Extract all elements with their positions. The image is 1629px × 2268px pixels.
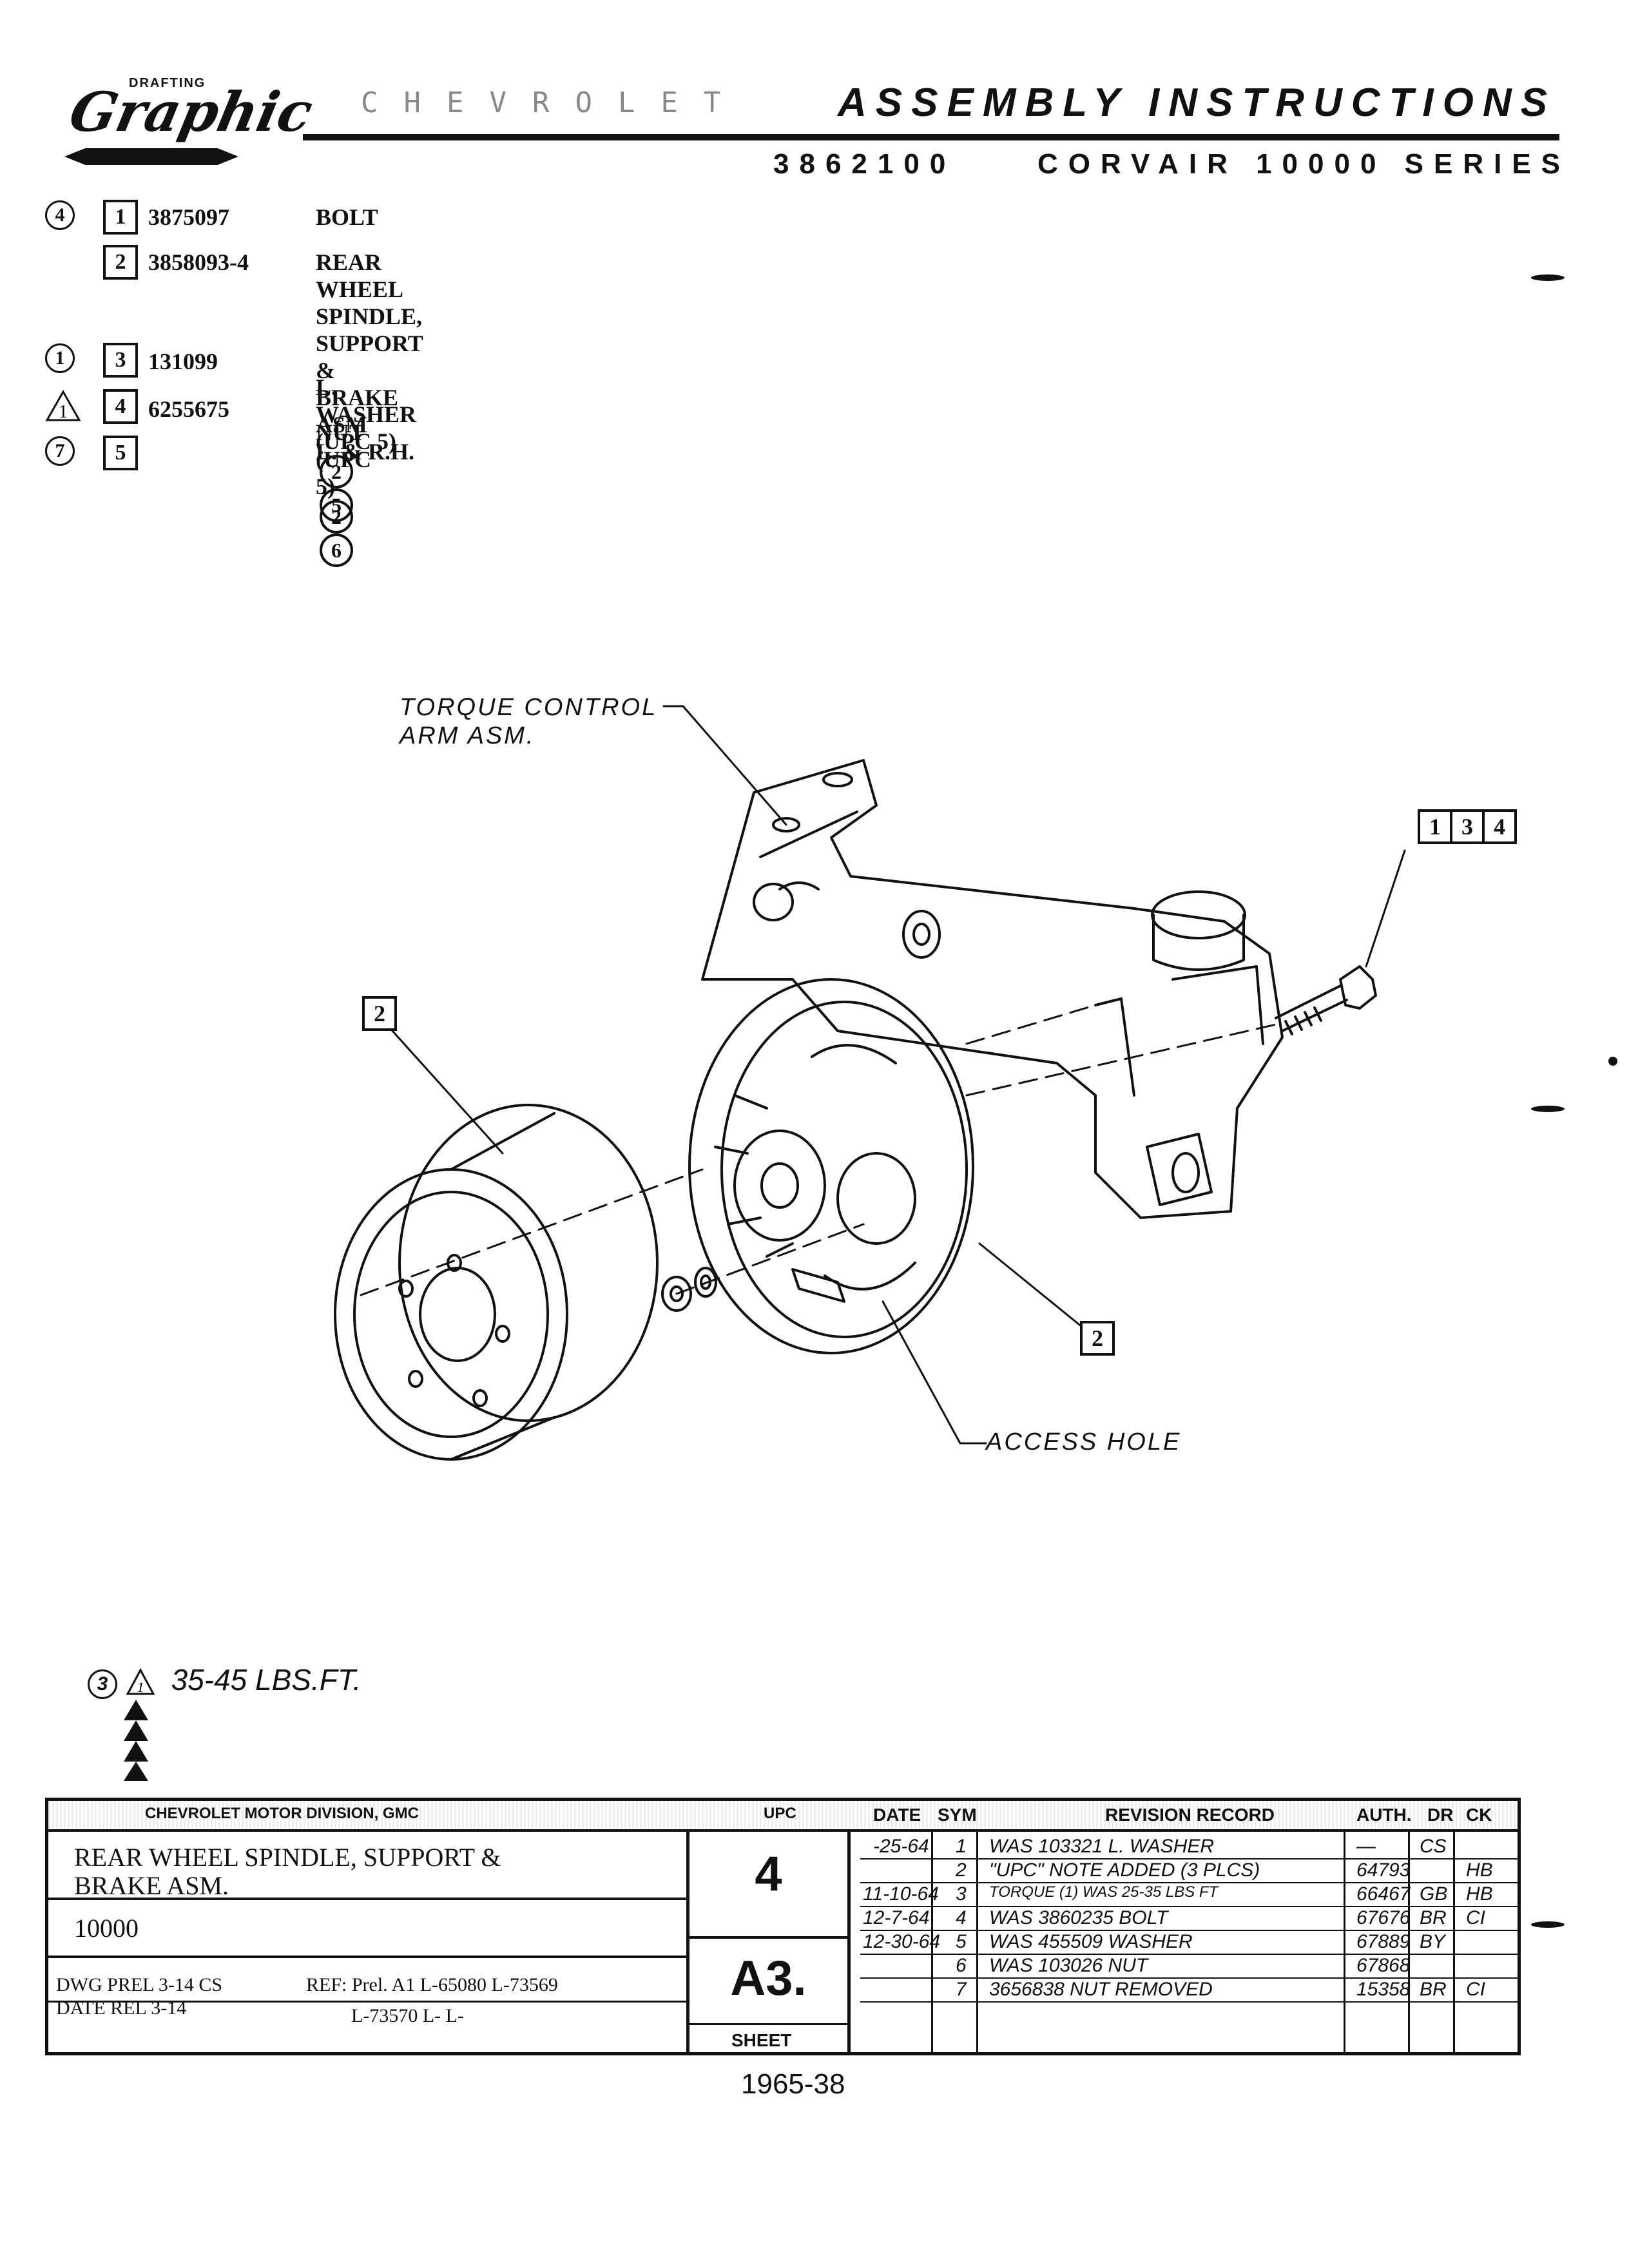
dr-header: DR: [1427, 1805, 1454, 1825]
revision-header: REVISION RECORD: [1105, 1805, 1275, 1825]
revision-symbol: 7: [45, 436, 85, 472]
nut-washer-drawing: [661, 1267, 717, 1312]
sym-header: SYM: [938, 1805, 977, 1825]
graphic-logo: DRAFTING Graphic: [52, 71, 322, 174]
part-number: 6255675: [148, 396, 229, 422]
label-bolt-item: 3: [1450, 809, 1485, 844]
upc-header: UPC: [764, 1805, 796, 1822]
label-backing-plate: 2: [1080, 1321, 1115, 1356]
faded-make: CHEVROLET: [361, 86, 747, 119]
model-number: 10000: [74, 1914, 139, 1943]
revision-triangle-icon: 1: [126, 1667, 155, 1695]
svg-text:1: 1: [59, 402, 68, 422]
document-title: ASSEMBLY INSTRUCTIONS: [838, 81, 1556, 125]
brake-backing-plate-drawing: [688, 978, 974, 1354]
item-number: 4: [103, 389, 138, 424]
label-bolt-items: 1 3 4: [1418, 809, 1517, 844]
part-number: 3858093-4: [148, 249, 249, 275]
part-number: 131099: [148, 349, 218, 374]
page-number: 1965-38: [741, 2068, 845, 2100]
chevrolet-bowtie-icon: [64, 148, 238, 165]
label-bolt-item: 4: [1482, 809, 1517, 844]
ck-header: CK: [1466, 1805, 1492, 1825]
title-block-header: [48, 1801, 1518, 1832]
svg-text:1: 1: [137, 1679, 144, 1695]
part-description: L. WASHER (UPC 5) 2 5: [316, 347, 416, 522]
edge-mark: [1531, 1921, 1565, 1928]
revision-symbol: 1: [45, 343, 85, 379]
part-description: BOLT: [316, 204, 378, 230]
part-number: 3875097: [148, 204, 229, 230]
date-header: DATE: [873, 1805, 921, 1825]
callout-torque-control-arm: TORQUE CONTROL ARM ASM.: [400, 694, 658, 749]
sheet-label: SHEET: [731, 2030, 792, 2050]
upc-ref: 2: [320, 500, 353, 533]
part-description: REAR WHEEL SPINDLE, SUPPORT & BRAKE ASM …: [316, 249, 423, 465]
revision-triangle-icon: 1: [45, 389, 85, 425]
assembly-part-number: 3862100: [773, 148, 956, 180]
item-number: 3: [103, 343, 138, 378]
auth-header: AUTH.: [1356, 1805, 1412, 1825]
title-block: CHEVROLET MOTOR DIVISION, GMC UPC DATE S…: [45, 1798, 1521, 2055]
callout-access-hole: ACCESS HOLE: [986, 1428, 1182, 1456]
label-brake-drum: 2: [362, 996, 397, 1031]
series-name: CORVAIR 10000 SERIES: [1037, 148, 1571, 180]
assembly-title: REAR WHEEL SPINDLE, SUPPORT & BRAKE ASM.: [74, 1843, 501, 1900]
part-description: NUT (UPC 5) 2 6: [316, 392, 371, 567]
label-bolt-item: 1: [1418, 809, 1452, 844]
item-number: 2: [103, 245, 138, 280]
sheet-code: A3.: [730, 1951, 807, 2006]
division-name: CHEVROLET MOTOR DIVISION, GMC: [145, 1805, 419, 1822]
torque-note: 3 1 35-45 LBS.FT.: [88, 1662, 361, 1699]
item-number: 1: [103, 200, 138, 235]
bolt-drawing: [1275, 965, 1377, 1035]
ref-field: REF: Prel. A1 L-65080 L-73569: [306, 1974, 558, 1995]
note-circle: 3: [88, 1669, 117, 1699]
upc-ref: 6: [320, 533, 353, 567]
torque-control-arm-drawing: [701, 759, 1284, 1219]
date-field: DATE REL 3-14: [56, 1997, 187, 2019]
ref-field-2: L-73570 L- L-: [351, 2005, 464, 2026]
assembly-center-lines: [360, 1004, 1277, 1296]
leader-lines: [385, 705, 1406, 1445]
revision-symbol: 4: [45, 200, 85, 236]
dwg-field: DWG PREL 3-14 CS: [56, 1974, 223, 1995]
logo-tag: DRAFTING: [129, 76, 206, 90]
upc-value: 4: [755, 1847, 782, 1901]
edge-mark: [1531, 1106, 1565, 1112]
edge-mark: [1531, 274, 1565, 281]
upc-ref: 2: [320, 455, 353, 488]
edge-mark: [1608, 1057, 1617, 1066]
header-rule: [303, 134, 1559, 140]
stacked-triangles-icon: [124, 1700, 148, 1781]
item-number: 5: [103, 436, 138, 470]
brake-drum-drawing: [334, 1104, 659, 1461]
note-text: 35-45 LBS.FT.: [171, 1663, 361, 1696]
